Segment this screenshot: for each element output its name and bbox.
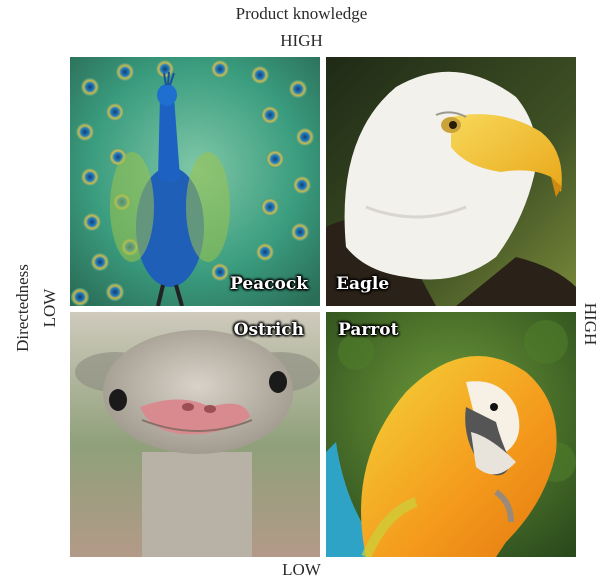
- label-eagle: Eagle: [336, 274, 389, 294]
- top-axis-value-high: HIGH: [0, 31, 603, 51]
- quadrant-peacock: Peacock: [70, 57, 320, 306]
- parrot-image: [326, 312, 576, 557]
- quadrant-parrot: Parrot: [326, 312, 576, 557]
- quadrant-eagle: Eagle: [326, 57, 576, 306]
- bottom-axis-value-low: LOW: [0, 560, 603, 580]
- left-axis-title: Directedness: [13, 253, 33, 363]
- eagle-image: [326, 57, 576, 306]
- left-axis-value-low: LOW: [40, 278, 60, 338]
- right-axis-value-high: HIGH: [580, 284, 600, 364]
- label-peacock: Peacock: [230, 274, 308, 294]
- ostrich-image: [70, 312, 320, 557]
- label-ostrich: Ostrich: [234, 320, 304, 340]
- top-axis-title: Product knowledge: [0, 4, 603, 24]
- peacock-image: [70, 57, 320, 306]
- quadrant-ostrich: Ostrich: [70, 312, 320, 557]
- label-parrot: Parrot: [338, 320, 398, 340]
